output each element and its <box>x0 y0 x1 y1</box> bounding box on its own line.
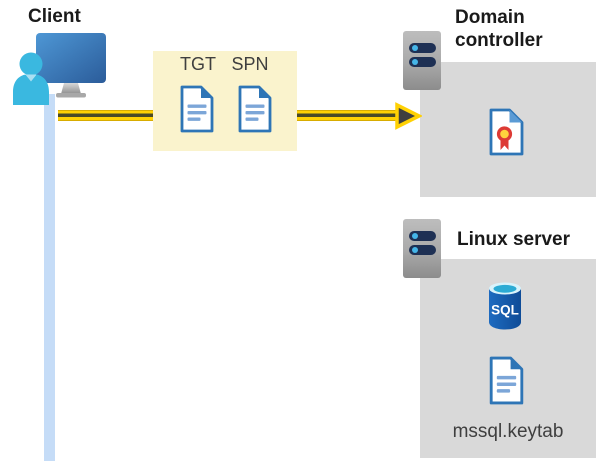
server-slot <box>409 57 436 67</box>
spn-label: SPN <box>231 54 269 74</box>
monitor-icon <box>36 33 106 98</box>
server-slot <box>409 245 436 255</box>
tgt-ticket-document-icon <box>180 85 214 133</box>
domain-controller-server-icon <box>403 31 441 90</box>
keytab-document-icon <box>489 356 524 405</box>
tgt-label: TGT <box>180 54 216 74</box>
linux-server-icon <box>403 219 441 278</box>
server-led-icon <box>411 44 419 52</box>
server-led-icon <box>411 58 419 66</box>
server-led-icon <box>411 232 419 240</box>
linux-server-title: Linux server <box>457 229 570 250</box>
certificate-icon <box>489 108 524 156</box>
user-icon <box>13 52 49 105</box>
sql-database-icon: SQL <box>489 282 521 330</box>
server-led-icon <box>411 246 419 254</box>
server-slot <box>409 43 436 53</box>
domain-controller-title: Domain controller <box>455 7 543 51</box>
ticket-box: TGT SPN <box>153 51 297 151</box>
client-title: Client <box>28 6 81 27</box>
client-connector-line <box>44 94 55 461</box>
server-slot <box>409 231 436 241</box>
arrow-head-icon <box>395 102 422 130</box>
sql-label: SQL <box>491 303 519 318</box>
keytab-filename-label: mssql.keytab <box>452 421 564 442</box>
spn-ticket-document-icon <box>238 85 272 133</box>
client-workstation-icon <box>13 33 106 105</box>
